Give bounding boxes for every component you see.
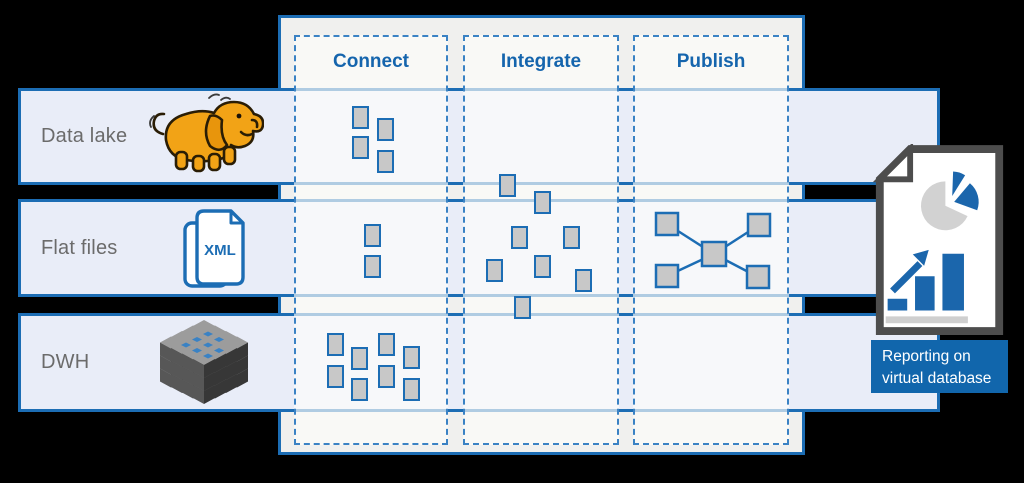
data-node: [364, 224, 381, 247]
data-node: [534, 191, 551, 214]
pie-chart-blue-slice-small: [952, 171, 966, 197]
data-node: [327, 333, 344, 356]
bar-chart-icon: [887, 253, 964, 311]
report-label-line1: Reporting on: [882, 348, 971, 365]
data-node: [377, 118, 394, 141]
data-node: [575, 269, 592, 292]
report-label-line2: virtual database: [882, 370, 992, 388]
data-node: [563, 226, 580, 249]
xml-file-icon: XML: [183, 209, 245, 288]
data-node: [403, 346, 420, 369]
column-header-integrate: Integrate: [500, 51, 582, 72]
row-label-data-lake: Data lake: [41, 125, 128, 147]
column-header-publish: Publish: [676, 51, 746, 72]
row-label-flat-files: Flat files: [41, 236, 118, 259]
data-node: [514, 296, 531, 319]
row-label-dwh: DWH: [41, 351, 90, 373]
data-node: [378, 365, 395, 388]
hadoop-elephant-icon: [149, 93, 264, 173]
column-header-connect: Connect: [333, 51, 409, 72]
data-node: [364, 255, 381, 278]
pie-chart-gray-slice: [920, 181, 968, 231]
pie-chart-blue-slice: [954, 183, 979, 211]
warehouse-cubes-icon: [160, 320, 248, 404]
data-node: [499, 174, 516, 197]
xml-icon-text: XML: [204, 242, 236, 259]
data-node: [534, 255, 551, 278]
column-publish: Publish: [633, 35, 789, 445]
data-node: [403, 378, 420, 401]
publish-hub-node: [700, 240, 728, 268]
publish-node: [654, 263, 680, 289]
column-integrate: Integrate: [463, 35, 619, 445]
trend-arrow-icon: [890, 249, 929, 294]
report-document-icon: [872, 144, 1004, 335]
report-label: Reporting on virtual database: [871, 340, 1008, 393]
data-node: [377, 150, 394, 173]
publish-node: [654, 211, 680, 237]
data-node: [352, 106, 369, 129]
data-node: [351, 347, 368, 370]
data-node: [352, 136, 369, 159]
publish-network: [654, 211, 772, 290]
data-node: [511, 226, 528, 249]
publish-node: [745, 264, 771, 290]
data-node: [327, 365, 344, 388]
data-node: [378, 333, 395, 356]
data-node: [486, 259, 503, 282]
data-node: [351, 378, 368, 401]
publish-node: [746, 212, 772, 238]
